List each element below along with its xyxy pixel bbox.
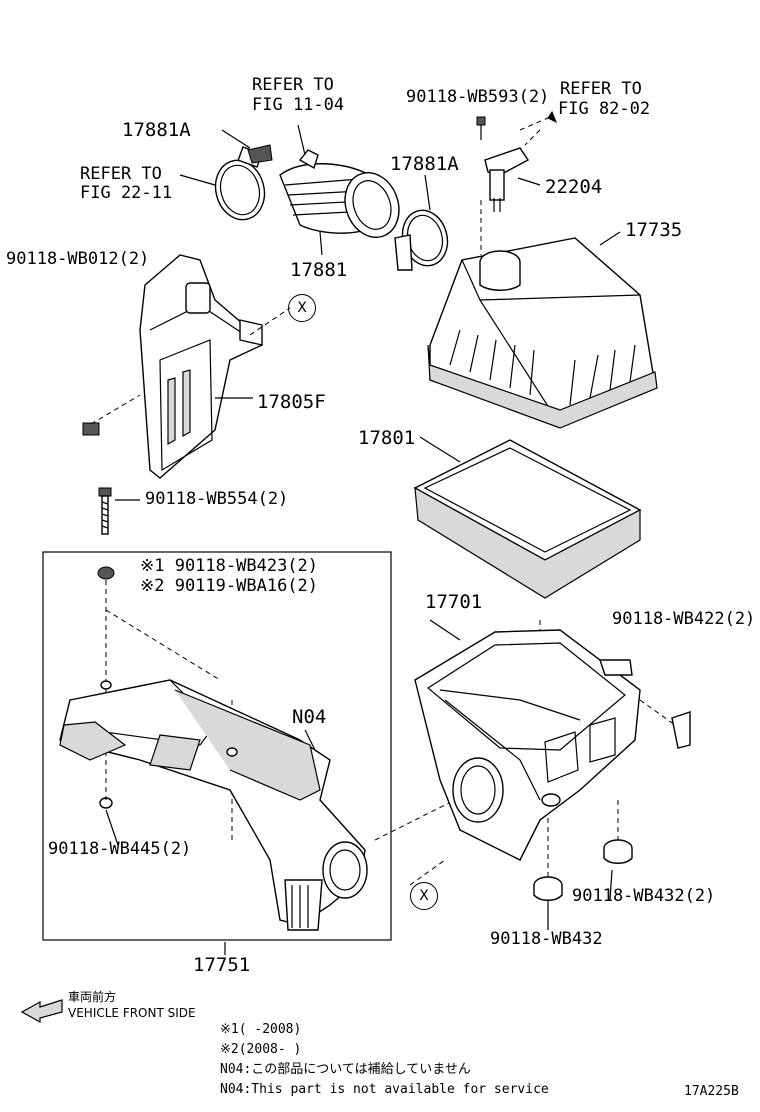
leader-lines (105, 124, 621, 955)
label-refer-fig22-1: REFER TO (80, 164, 162, 184)
note-1: ※1( -2008) (220, 1022, 302, 1037)
air-flow-meter (476, 116, 530, 212)
label-refer-fig11-2: FIG 11-04 (252, 95, 345, 115)
label-refer-fig82-1: REFER TO (560, 79, 642, 99)
label-22204: 22204 (545, 176, 603, 198)
label-17701: 17701 (425, 591, 483, 613)
label-90118-WB012: 90118-WB012(2) (6, 249, 150, 269)
label-90118-WB593: 90118-WB593(2) (406, 87, 550, 107)
label-90118-WB423: ※1 90118-WB423(2) (140, 556, 319, 576)
inlet-duct (59, 679, 368, 931)
resonator (139, 254, 264, 479)
label-refer-fig11-1: REFER TO (252, 75, 334, 95)
legend-front-jp: 車両前方 (68, 990, 117, 1004)
label-17735: 17735 (625, 219, 683, 241)
label-17751: 17751 (193, 954, 251, 976)
air-filter-element (413, 439, 642, 599)
circle-x-marker-bottom: X (410, 882, 438, 910)
label-17881A-right: 17881A (390, 153, 459, 175)
hose-clamp-left (214, 144, 273, 221)
label-17881A-left: 17881A (122, 119, 191, 141)
label-17805F: 17805F (257, 391, 326, 413)
label-17801: 17801 (358, 427, 416, 449)
label-90118-WB432-2: 90118-WB432(2) (572, 886, 716, 906)
note-n04-en: N04:This part is not available for servi… (220, 1082, 549, 1097)
label-N04: N04 (292, 706, 327, 728)
vehicle-front-arrow (20, 999, 63, 1024)
hose-clamp-right (394, 209, 449, 271)
note-2: ※2(2008- ) (220, 1042, 302, 1057)
air-cleaner-cap (427, 237, 658, 429)
assembly-frame (42, 551, 392, 941)
legend-front-en: VEHICLE FRONT SIDE (68, 1006, 196, 1020)
note-n04-jp: N04:この部品については補給していません (220, 1062, 471, 1077)
intake-air-hose (279, 149, 400, 238)
label-refer-fig82-2: FIG 82-02 (558, 99, 651, 119)
label-90118-WB554: 90118-WB554(2) (145, 489, 289, 509)
label-90118-WB422: 90118-WB422(2) (612, 609, 756, 629)
circle-x-marker-top: X (288, 294, 316, 322)
label-17881: 17881 (290, 259, 348, 281)
label-90118-WB432: 90118-WB432 (490, 929, 603, 949)
label-90119-WBA16: ※2 90119-WBA16(2) (140, 576, 319, 596)
fasteners (82, 422, 691, 809)
grommets (533, 839, 633, 901)
diagram-id: 17A225B (684, 1084, 739, 1099)
air-cleaner-case (414, 629, 641, 861)
label-90118-WB445: 90118-WB445(2) (48, 839, 192, 859)
label-refer-fig22-2: FIG 22-11 (80, 183, 173, 203)
